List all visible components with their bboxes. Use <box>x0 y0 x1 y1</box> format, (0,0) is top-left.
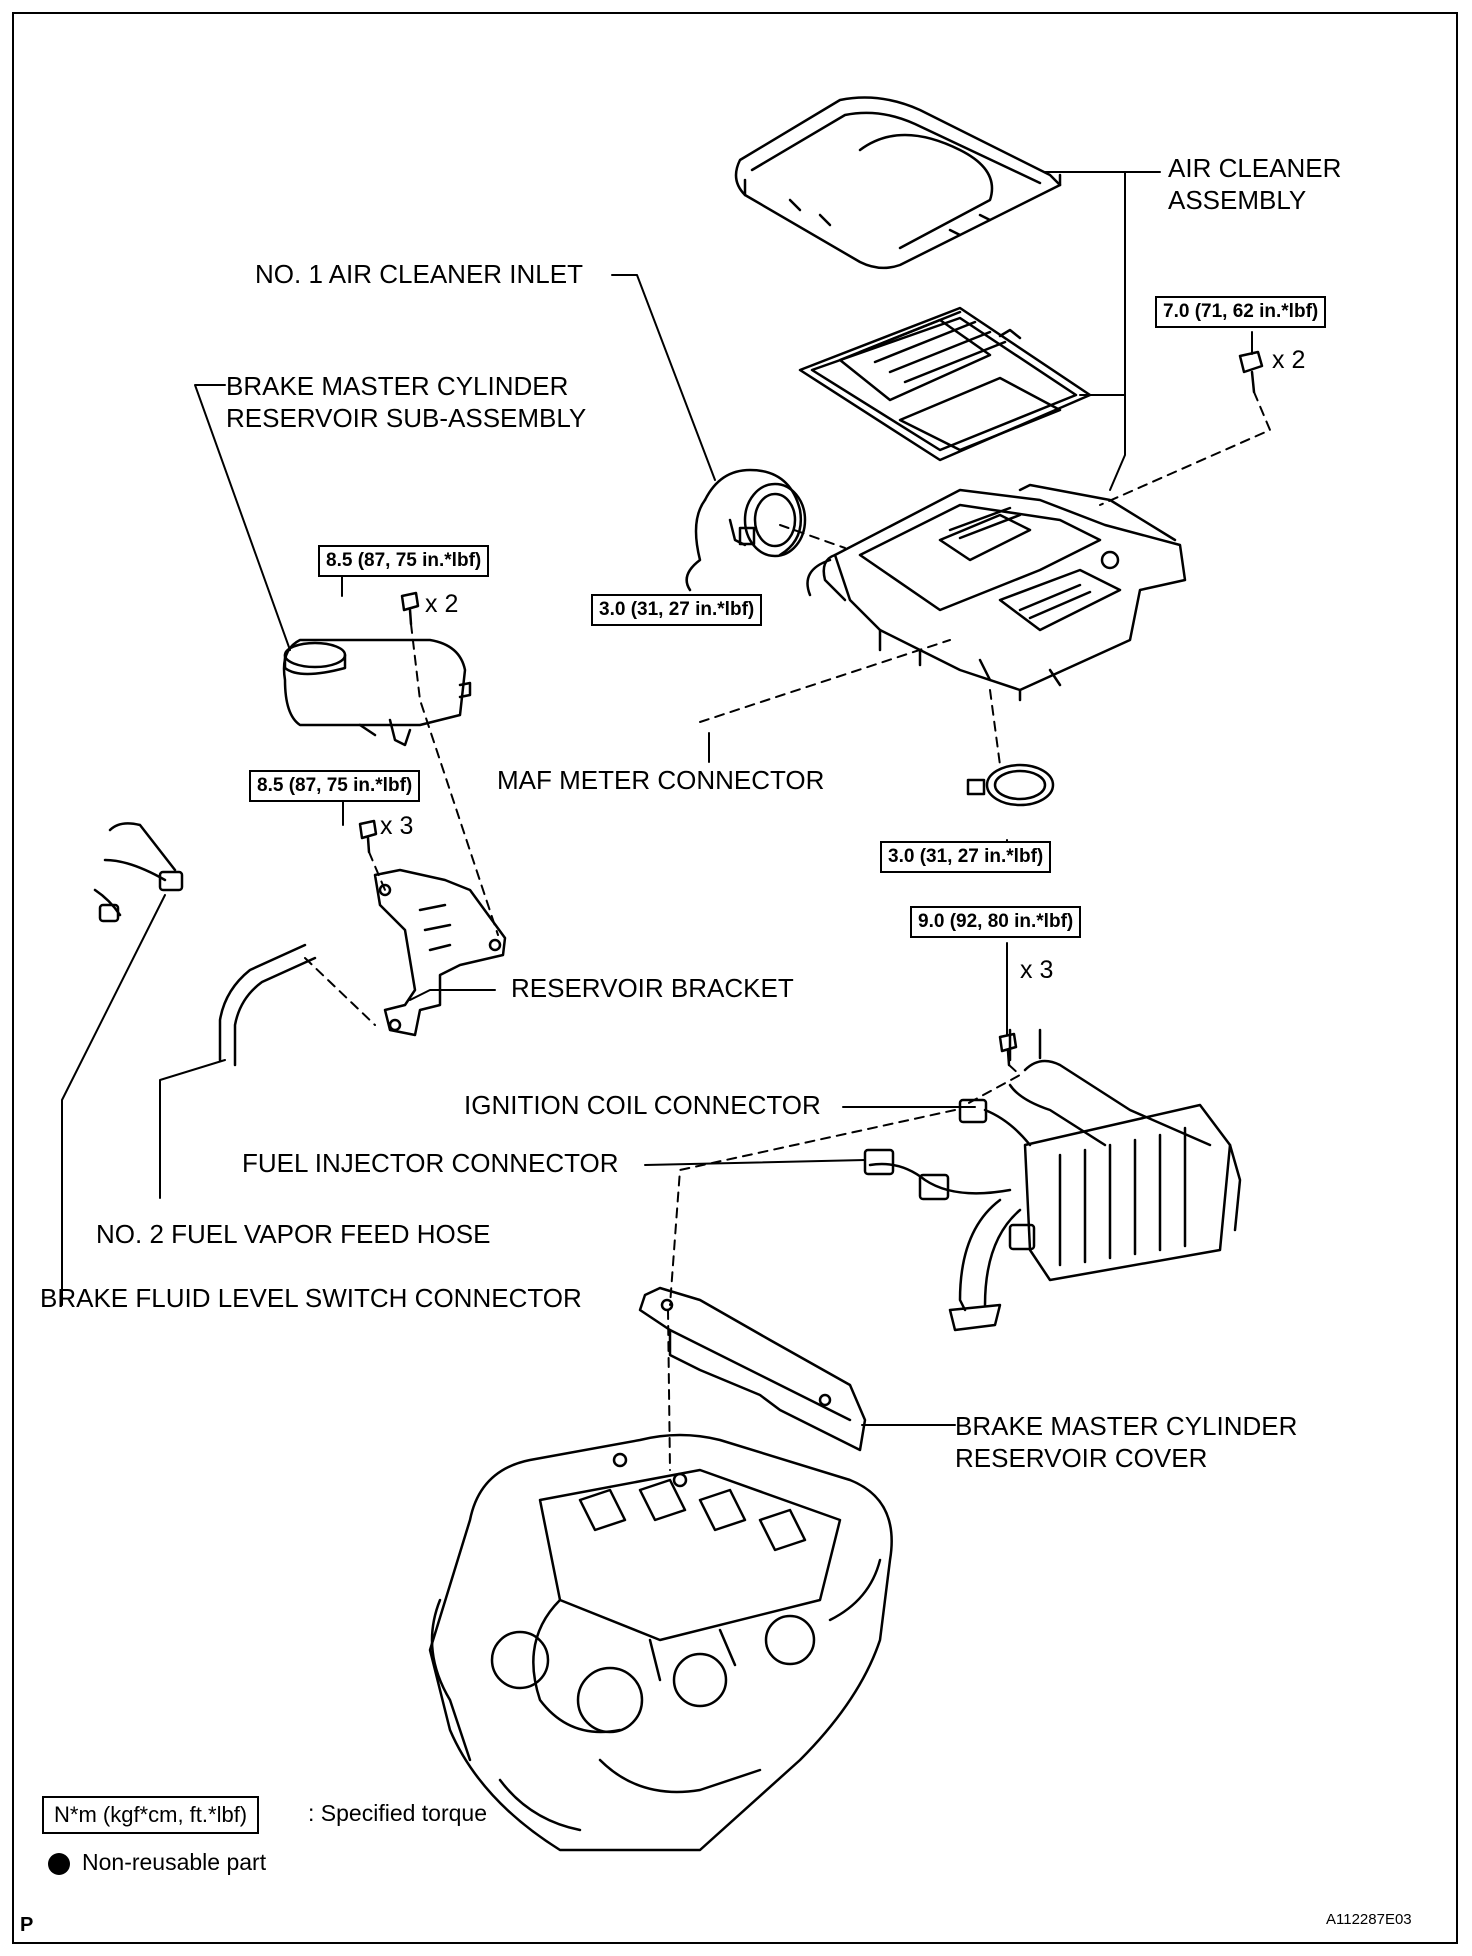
ignition-coil-connector-label: IGNITION COIL CONNECTOR <box>464 1090 821 1120</box>
intake-manifold-drawing <box>863 1028 1242 1332</box>
fuel-injector-connector-label: FUEL INJECTOR CONNECTOR <box>242 1148 619 1178</box>
brake-fluid-level-switch-connector-label: BRAKE FLUID LEVEL SWITCH CONNECTOR <box>40 1283 582 1313</box>
legend-non-reusable-part: Non-reusable part <box>82 1849 267 1875</box>
no2-fuel-vapor-feed-hose-label: NO. 2 FUEL VAPOR FEED HOSE <box>96 1219 491 1249</box>
brake-reservoir-drawing <box>282 638 472 747</box>
brake-master-cylinder-reservoir-sub-assembly-label: BRAKE MASTER CYLINDER RESERVOIR SUB-ASSE… <box>226 371 587 433</box>
no1-air-cleaner-inlet-label: NO. 1 AIR CLEANER INLET <box>255 259 583 289</box>
torque-bracket-bolts: 8.5 (87, 75 in.*lbf) <box>249 770 421 802</box>
brake-fluid-switch-harness-drawing <box>93 822 184 923</box>
qty-bracket-bolts: x 3 <box>380 812 414 840</box>
torque-hose-clamp: 3.0 (31, 27 in.*lbf) <box>880 841 1052 873</box>
non-reusable-part-icon <box>48 1853 70 1875</box>
air-cleaner-cap-drawing <box>734 96 1062 270</box>
torque-air-cleaner-bolts: 7.0 (71, 62 in.*lbf) <box>1155 296 1327 328</box>
air-cleaner-case-drawing <box>806 483 1187 702</box>
torque-manifold-bolts: 9.0 (92, 80 in.*lbf) <box>910 906 1082 938</box>
no1-air-cleaner-inlet-drawing <box>685 468 807 592</box>
qty-reservoir-bolts: x 2 <box>425 590 459 618</box>
fuel-vapor-hose-drawing <box>218 943 317 1067</box>
dashed-alignment-lines <box>304 391 1271 1471</box>
maf-meter-connector-label: MAF METER CONNECTOR <box>497 765 825 795</box>
air-filter-element-drawing <box>798 306 1092 462</box>
reservoir-bracket-label: RESERVOIR BRACKET <box>511 973 794 1003</box>
torque-inlet-clamp: 3.0 (31, 27 in.*lbf) <box>591 594 763 626</box>
torque-reservoir-bolts: 8.5 (87, 75 in.*lbf) <box>318 545 490 577</box>
qty-manifold-bolts: x 3 <box>1020 956 1054 984</box>
brake-master-cylinder-reservoir-cover-label: BRAKE MASTER CYLINDER RESERVOIR COVER <box>955 1411 1298 1473</box>
engine-block-drawing <box>428 1433 893 1852</box>
air-cleaner-assembly-label: AIR CLEANER ASSEMBLY <box>1168 153 1342 215</box>
legend-torque-unit-box: N*m (kgf*cm, ft.*lbf) <box>42 1796 260 1834</box>
qty-air-cleaner-bolts: x 2 <box>1272 346 1306 374</box>
reservoir-bracket-drawing <box>373 868 507 1037</box>
diagram-frame <box>12 12 1458 1944</box>
reservoir-cover-drawing <box>638 1286 867 1452</box>
bolt-drawings <box>358 350 1264 1067</box>
legend-torque-description: : Specified torque <box>308 1800 488 1826</box>
hose-clamp-drawing <box>966 763 1055 807</box>
figure-code: A112287E03 <box>1326 1911 1412 1928</box>
page-letter: P <box>20 1914 34 1936</box>
